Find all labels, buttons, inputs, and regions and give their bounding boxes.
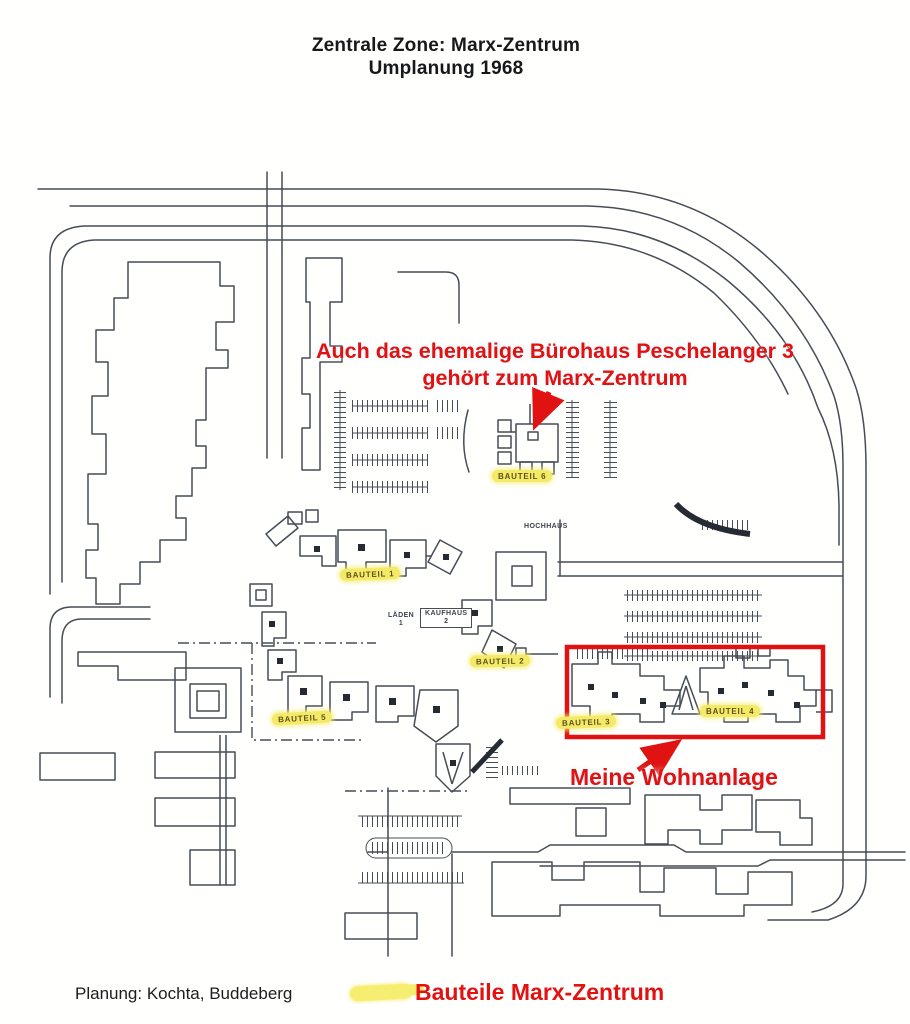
wohnanlage-red-rectangle xyxy=(564,644,826,740)
page-title: Zentrale Zone: Marx-Zentrum Umplanung 19… xyxy=(146,34,746,80)
planner-credit: Planung: Kochta, Buddeberg xyxy=(75,984,293,1003)
bauteil-1-label: BAUTEIL 1 xyxy=(339,566,401,582)
title-line-2: Umplanung 1968 xyxy=(368,58,524,79)
buildings xyxy=(39,257,833,940)
hochhaus-label: HOCHHAUS xyxy=(524,523,568,530)
peschelanger-annotation-line1: Auch das ehemalige Bürohaus Peschelanger… xyxy=(316,339,794,363)
laeden-label-line1: LÄDEN xyxy=(388,612,415,619)
bauteil-4-label: BAUTEIL 4 xyxy=(700,705,761,717)
kaufhaus-label-line2: 2 xyxy=(444,618,449,625)
building-cores xyxy=(269,544,800,766)
kaufhaus-label: KAUFHAUS 2 xyxy=(420,608,473,628)
bauteil-3-label: BAUTEIL 3 xyxy=(555,714,617,730)
roads xyxy=(37,171,906,957)
bauteil-2-label: BAUTEIL 2 xyxy=(469,654,531,668)
title-line-1: Zentrale Zone: Marx-Zentrum xyxy=(311,35,581,56)
legend-bauteile-label: Bauteile Marx-Zentrum xyxy=(415,979,665,1005)
parking-lots xyxy=(334,390,762,884)
red-overlay xyxy=(532,386,826,777)
wohnanlage-arrow xyxy=(636,739,683,777)
peschelanger-annotation: Auch das ehemalige Bürohaus Peschelanger… xyxy=(240,338,870,392)
wohnanlage-annotation: Meine Wohnanlage xyxy=(570,764,778,790)
site-boundary xyxy=(178,642,468,792)
peschelanger-arrow xyxy=(532,386,565,431)
peschelanger-annotation-line2: gehört zum Marx-Zentrum xyxy=(422,366,688,390)
heavy-path-marks xyxy=(470,501,751,774)
kaufhaus-label-line1: KAUFHAUS xyxy=(425,610,468,617)
laeden-label: LÄDEN 1 xyxy=(388,612,414,628)
laeden-label-line2: 1 xyxy=(398,620,404,627)
bauteil-6-label: BAUTEIL 6 xyxy=(492,470,553,482)
